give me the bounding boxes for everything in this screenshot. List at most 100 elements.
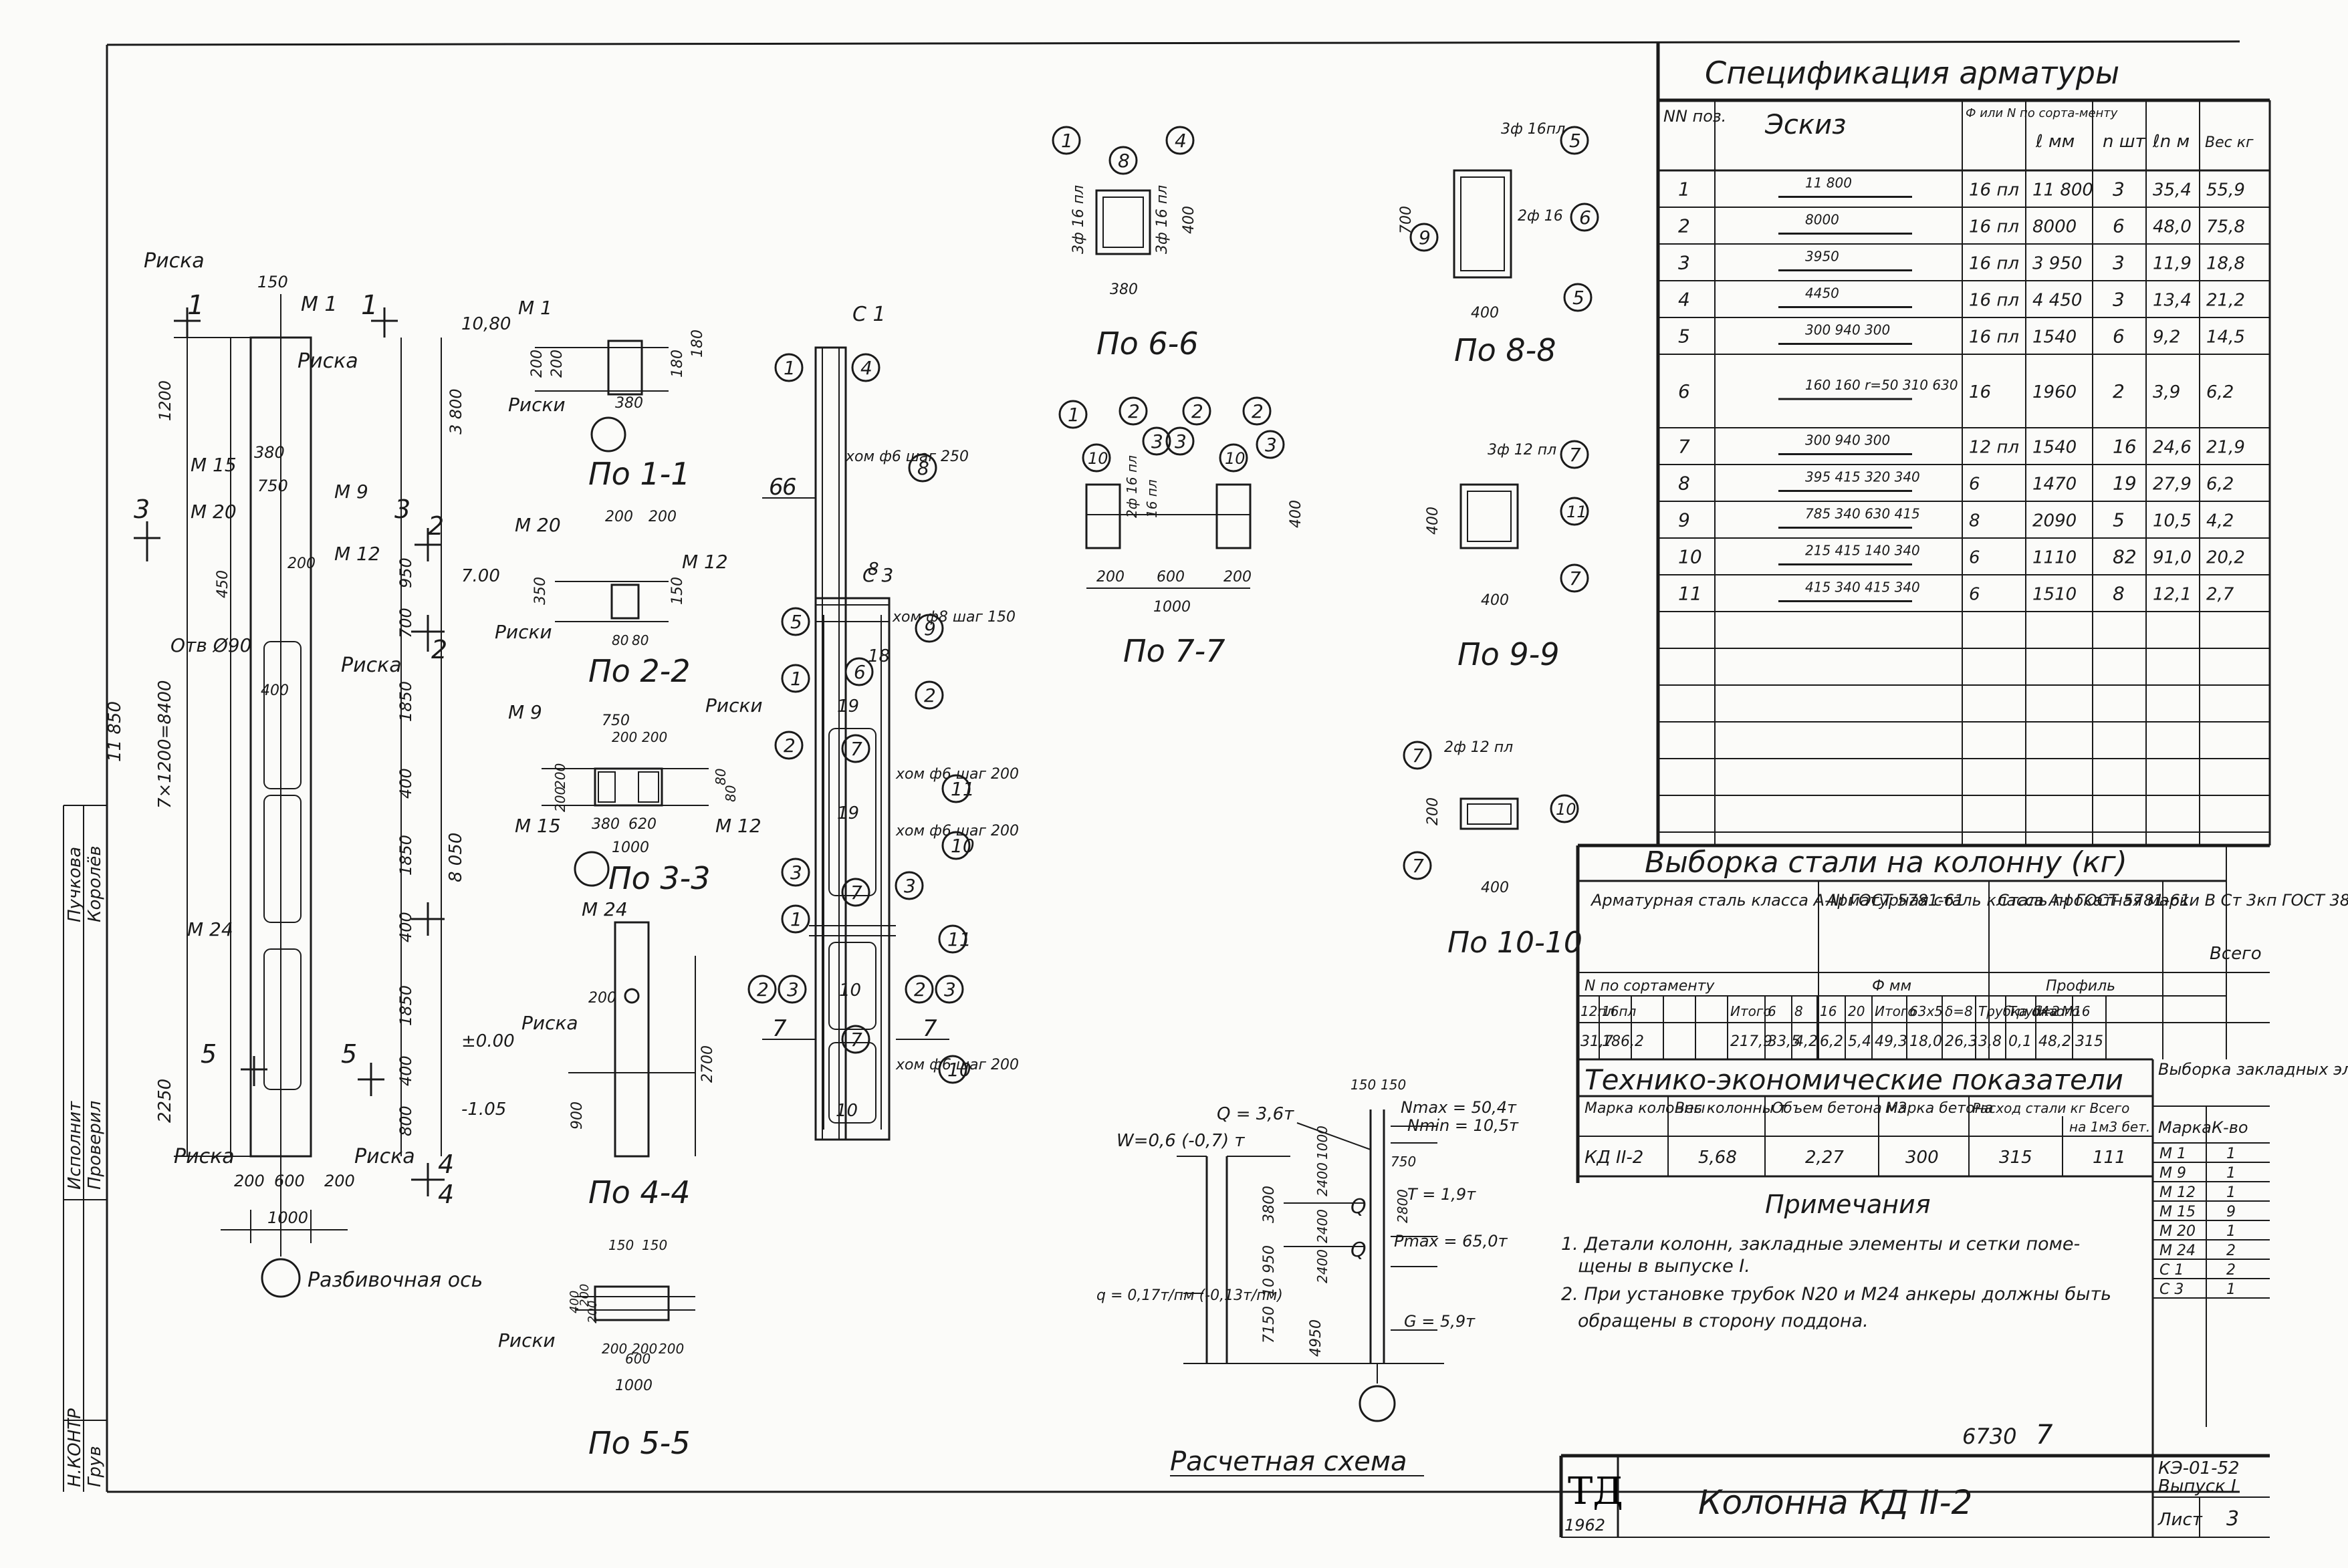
elev-dim-2250: 2250 (155, 1079, 175, 1123)
sec44-900: 900 (569, 1101, 586, 1130)
sec22-m20: М 20 (515, 514, 561, 536)
sec33-620: 620 (628, 816, 657, 833)
elev-label-riska-top: Риска (144, 249, 205, 273)
rebar-cage: 1 4 8 5 6 1 9 2 2 7 11 10 3 3 7 1 11 2 3… (747, 303, 1019, 1141)
spec-title: Спецификация арматуры (1705, 55, 2119, 91)
spec-cell-sketch: 8000 (1805, 212, 1839, 228)
elev-mark-105: -1.05 (461, 1099, 506, 1120)
steel-val: 3,8 (1978, 1033, 2002, 1050)
svg-text:1: 1 (1061, 130, 1073, 152)
elev-dim-800: 800 (396, 1105, 415, 1136)
svg-text:2: 2 (784, 735, 796, 757)
spec-cell-d: 16 пл (1969, 217, 2019, 237)
spec-cell-n: 82 (2113, 546, 2137, 568)
rebar-label-hom8-150: хом ф8 шаг 150 (892, 609, 1016, 626)
scheme-2400a: 2400 (1314, 1162, 1330, 1196)
spec-cell-l: 11 800 (2032, 180, 2093, 201)
svg-text:10: 10 (947, 1059, 971, 1081)
spec-cell-l: 1470 (2032, 475, 2077, 495)
tep-val-4: 315 (1999, 1148, 2032, 1168)
rebar-label-hom6-250: хом ф6 шаг 250 (845, 448, 969, 465)
scheme-nmin: Nmin = 10,5т (1407, 1116, 1519, 1135)
steel-col-head: 20 (1848, 1003, 1865, 1019)
sec55-200c: 200 (602, 1341, 627, 1357)
title-sheet-label: Лист (2157, 1510, 2203, 1530)
svg-text:2: 2 (1252, 400, 1264, 422)
section-5-5: По 5-5 150 150 Риски 400 200 200 200 200… (498, 1237, 695, 1461)
elev-label-m9: М 9 (334, 481, 368, 503)
rebar-cut-6a: 6 (769, 474, 784, 501)
steel-sub-0: N по сортаменту (1584, 978, 1715, 995)
scheme-7150: 7150 (1261, 1306, 1278, 1343)
spec-cell-ln: 27,9 (2153, 475, 2192, 495)
embed-count: 1 (2226, 1223, 2236, 1240)
elev-mark-000: ±0.00 (461, 1031, 515, 1051)
section-2-2-title: По 2-2 (588, 653, 691, 689)
steel-val: 0,1 (2008, 1033, 2032, 1050)
notes: Примечания 1. Детали колонн, закладные э… (1561, 1190, 2111, 1450)
sec22-350: 350 (532, 577, 549, 605)
elev-dim-1850b: 1850 (396, 835, 415, 876)
sec33-200c: 200 (552, 763, 568, 789)
spec-cell-pos: 2 (1678, 215, 1690, 237)
steel-col-head: 6 (1768, 1003, 1776, 1019)
svg-text:3: 3 (1265, 434, 1277, 456)
spec-cell-w: 6,2 (2206, 475, 2234, 495)
tep-header-0: Марка колонны (1584, 1100, 1706, 1117)
title-code: КЭ-01-52 (2158, 1458, 2240, 1478)
scheme-pmax: Pmax = 65,0т (1394, 1232, 1508, 1251)
svg-text:7: 7 (1569, 444, 1581, 466)
sec99-400a: 400 (1425, 507, 1441, 535)
steel-val: 49,3 (1875, 1033, 1907, 1050)
section-5-5-title: По 5-5 (588, 1425, 691, 1461)
spec-cell-w: 2,7 (2206, 585, 2234, 605)
section-6-6-title: По 6-6 (1096, 325, 1199, 362)
spec-cell-n: 8 (2113, 583, 2125, 605)
scheme-2800: 2800 (1395, 1189, 1411, 1223)
svg-text:1: 1 (1068, 404, 1080, 426)
steel-val: 315 (2075, 1033, 2103, 1050)
section-9-9-title: По 9-9 (1457, 636, 1560, 672)
elev-dim-8400: 7×1200=8400 (155, 680, 175, 809)
spec-cell-l: 1540 (2032, 438, 2077, 458)
spec-cell-ln: 48,0 (2153, 217, 2192, 237)
sec77-200b: 200 (1223, 569, 1252, 585)
section-4-4: По 4-4 М 24 Риска 200 900 2700 (521, 898, 716, 1210)
scheme-150b: 150 (1381, 1077, 1406, 1093)
spec-header-n: n шт (2103, 132, 2146, 152)
sec33-200a: 200 (612, 729, 637, 745)
elev-cut-3a: 3 (134, 495, 150, 524)
svg-text:7: 7 (1412, 745, 1424, 767)
svg-text:7: 7 (850, 738, 862, 760)
elev-dim-200a: 200 (234, 1172, 265, 1190)
sec22-200a: 200 (605, 509, 633, 525)
svg-text:10: 10 (1088, 449, 1108, 468)
embed-count: 2 (2226, 1243, 2236, 1259)
steel-val: 33,5 (1768, 1033, 1800, 1050)
svg-text:10: 10 (951, 835, 975, 857)
svg-text:9: 9 (924, 618, 936, 640)
steel-val: 5,4 (1848, 1033, 1871, 1050)
section-2-2: По 2-2 М 20 М 12 200 200 350 150 Риски 8… (495, 509, 728, 689)
scheme-g: G = 5,9т (1404, 1312, 1476, 1331)
steel-title: Выборка стали на колонну (кг) (1645, 845, 2127, 880)
spec-cell-l: 1540 (2032, 328, 2077, 348)
sec88-400: 400 (1471, 305, 1499, 321)
sec44-m24: М 24 (582, 898, 628, 920)
elev-dim-200c: 200 (287, 555, 316, 572)
spec-cell-l: 1110 (2032, 548, 2077, 568)
sec99-400b: 400 (1481, 592, 1509, 609)
elev-cut-1b: 1 (361, 290, 378, 321)
sec33-riski: Риски (705, 694, 763, 716)
rebar-label-hom6-200b: хом ф6 шаг 200 (895, 823, 1019, 839)
elev-dim-1000: 1000 (267, 1208, 308, 1227)
sec33-1000: 1000 (612, 839, 649, 856)
rebar-label-19b: 19 (837, 803, 859, 823)
section-7-7: 1 2 3 2 3 2 3 10 10 2ф 16 пл 16 пл 200 6… (1058, 396, 1304, 669)
spec-cell-l: 1960 (2032, 382, 2077, 402)
rebar-cut-6b: 6 (782, 474, 797, 501)
spec-cell-l: 3 950 (2032, 254, 2082, 274)
spec-cell-w: 21,2 (2206, 291, 2245, 311)
